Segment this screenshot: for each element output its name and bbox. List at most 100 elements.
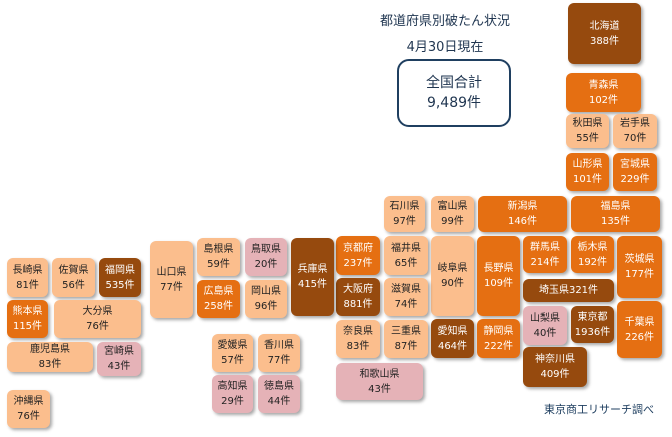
- prefecture-tile-miyagi: 宮城県 229件: [613, 153, 657, 191]
- total-value: 9,489件: [426, 95, 482, 111]
- bankruptcy-count: 464件: [437, 340, 468, 352]
- prefecture-name: 長崎県: [12, 264, 43, 276]
- prefecture-tile-fukuoka: 福岡県 535件: [99, 258, 141, 297]
- prefecture-name: 山口県: [156, 266, 187, 278]
- bankruptcy-count: 409件: [540, 369, 570, 380]
- prefecture-name: 佐賀県: [58, 264, 89, 276]
- prefecture-name: 香川県: [264, 340, 294, 351]
- prefecture-name: 徳島県: [264, 381, 294, 392]
- total-label: 全国合計: [426, 75, 482, 91]
- national-total-box: 全国合計 9,489件: [397, 59, 511, 127]
- bankruptcy-count: 415件: [297, 279, 328, 290]
- prefecture-tile-shiga: 滋賀県 74件: [384, 278, 428, 316]
- bankruptcy-count: 102件: [588, 94, 619, 106]
- prefecture-name: 福岡県: [105, 264, 135, 276]
- prefecture-name: 秋田県: [572, 118, 603, 129]
- prefecture-name: 新潟県: [507, 201, 538, 212]
- prefecture-name: 和歌山県: [359, 368, 400, 380]
- prefecture-name: 熊本県: [12, 306, 43, 317]
- bankruptcy-count: 226件: [624, 331, 655, 343]
- bankruptcy-count: 65件: [394, 257, 418, 269]
- bankruptcy-count: 83件: [38, 359, 62, 370]
- bankruptcy-count: 57件: [221, 355, 244, 366]
- prefecture-tile-yamagata: 山形県 101件: [566, 153, 609, 191]
- bankruptcy-count: 77件: [160, 281, 183, 293]
- prefecture-name: 宮城県: [620, 159, 650, 170]
- prefecture-name: 埼玉県: [538, 285, 569, 296]
- bankruptcy-count: 222件: [483, 340, 514, 352]
- bankruptcy-count: 87件: [394, 341, 418, 352]
- prefecture-name: 青森県: [588, 79, 619, 91]
- bankruptcy-count: 44件: [267, 396, 291, 407]
- prefecture-name: 愛媛県: [217, 340, 248, 351]
- bankruptcy-count: 135件: [600, 216, 631, 227]
- prefecture-name: 滋賀県: [391, 284, 421, 295]
- bankruptcy-count: 74件: [394, 299, 418, 310]
- bankruptcy-count: 70件: [623, 133, 647, 144]
- as-of-date: 4月30日現在: [406, 40, 484, 55]
- prefecture-name: 群馬県: [530, 241, 560, 253]
- bankruptcy-count: 237件: [343, 257, 373, 269]
- bankruptcy-count: 146件: [507, 216, 538, 227]
- prefecture-name: 愛知県: [437, 325, 468, 337]
- prefecture-name: 茨城県: [624, 254, 655, 265]
- bankruptcy-count: 101件: [572, 174, 603, 185]
- bankruptcy-count: 59件: [207, 259, 230, 270]
- prefecture-name: 山形県: [572, 159, 603, 170]
- prefecture-name: 広島県: [203, 286, 234, 297]
- bankruptcy-count: 76件: [17, 411, 40, 422]
- bankruptcy-count: 97件: [393, 216, 416, 227]
- prefecture-tile-tokushima: 徳島県 44件: [258, 375, 300, 413]
- prefecture-name: 北海道: [589, 20, 620, 32]
- bankruptcy-count: 192件: [577, 256, 608, 268]
- bankruptcy-count: 321件: [568, 285, 599, 296]
- prefecture-name: 長野県: [483, 263, 514, 274]
- prefecture-name: 岡山県: [251, 286, 281, 297]
- bankruptcy-count: 55件: [576, 133, 599, 144]
- bankruptcy-count: 535件: [105, 279, 135, 291]
- bankruptcy-count: 77件: [267, 355, 291, 366]
- prefecture-name: 栃木県: [577, 241, 608, 253]
- prefecture-tile-yamaguchi: 山口県 77件: [150, 241, 193, 318]
- prefecture-name: 沖縄県: [13, 396, 44, 407]
- prefecture-name: 大阪府: [343, 284, 373, 295]
- prefecture-name: 鹿児島県: [30, 344, 70, 355]
- prefecture-name: 石川県: [389, 201, 420, 212]
- bankruptcy-count: 229件: [620, 174, 650, 185]
- prefecture-name: 高知県: [217, 381, 248, 392]
- prefecture-tile-akita: 秋田県 55件: [566, 114, 609, 148]
- bankruptcy-count: 56件: [62, 279, 85, 291]
- prefecture-tile-ibaraki: 茨城県 177件: [617, 236, 662, 298]
- source-credit: 東京商工リサーチ調べ: [544, 403, 654, 416]
- map-title: 都道府県別破たん状況: [379, 14, 510, 29]
- prefecture-tile-nagano: 長野県 109件: [477, 236, 520, 316]
- bankruptcy-count: 96件: [254, 301, 278, 312]
- prefecture-name: 鳥取県: [251, 244, 281, 255]
- prefecture-name: 東京都: [577, 311, 608, 323]
- prefecture-name: 静岡県: [483, 325, 514, 337]
- bankruptcy-count: 177件: [624, 269, 655, 280]
- bankruptcy-count: 109件: [483, 278, 514, 289]
